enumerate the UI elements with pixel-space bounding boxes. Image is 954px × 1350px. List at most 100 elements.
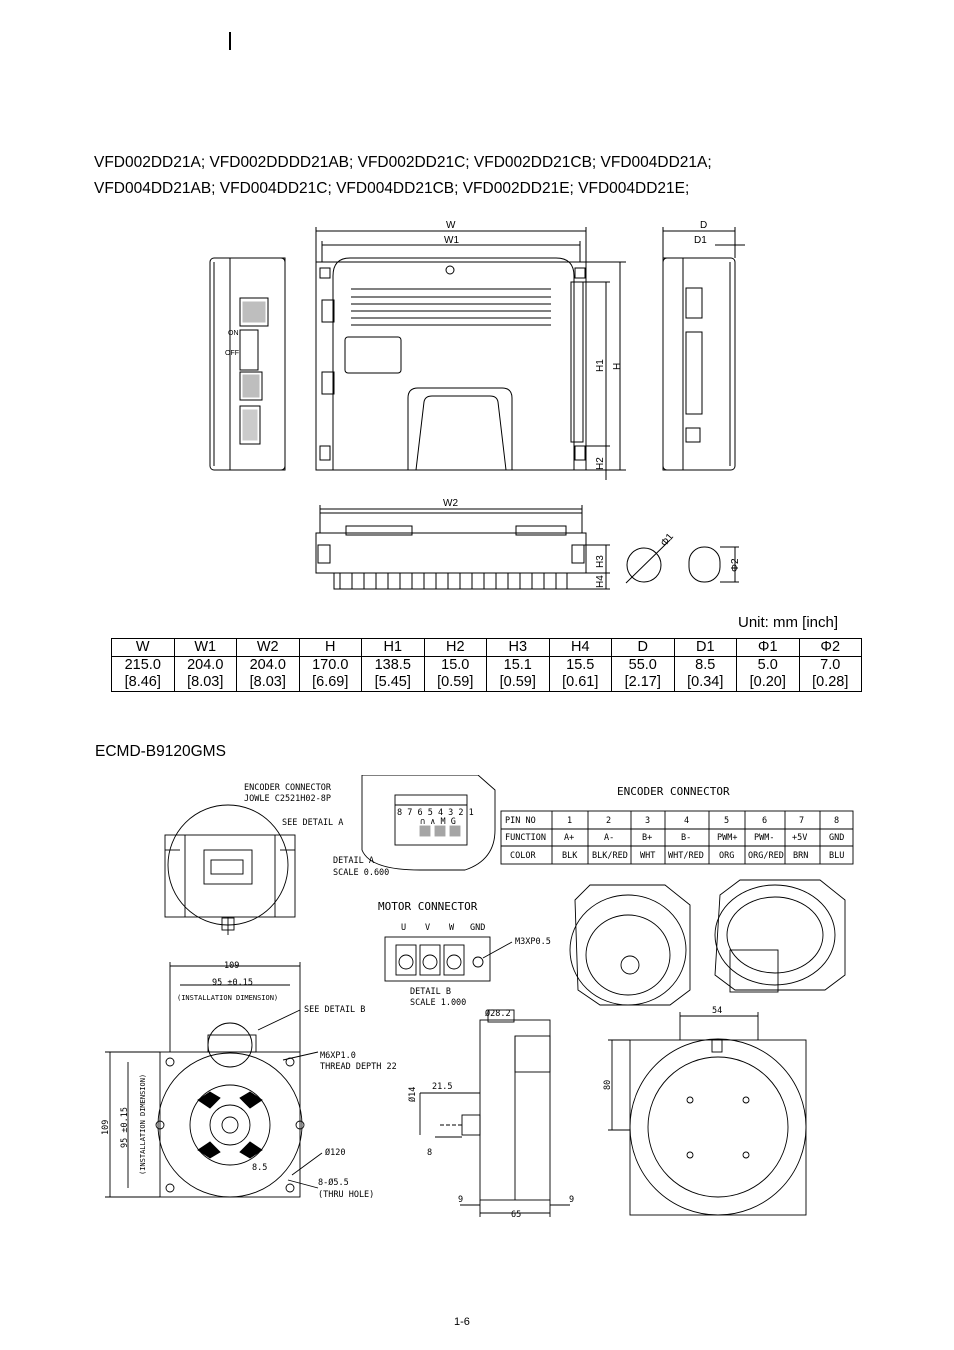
enc-cell: PWM+: [717, 833, 737, 843]
dim-d65: 65: [511, 1210, 521, 1220]
table-cell: 204.0[8.03]: [236, 656, 300, 692]
see-detail-a: SEE DETAIL A: [282, 818, 343, 828]
drive-right-side-view: [662, 257, 736, 471]
dim-label-h2: H2: [595, 457, 606, 470]
dim-phi120: Ø120: [325, 1147, 345, 1158]
detail-b-title: DETAIL B: [410, 987, 451, 997]
enc-cell: BLK: [562, 851, 578, 861]
enc-cell: 4: [684, 816, 689, 826]
enc-cell: GND: [829, 833, 844, 843]
motor-model-title: ECMD-B9120GMS: [95, 743, 226, 760]
dim-d54: 54: [712, 1006, 722, 1016]
holes-spec: 8-Ø5.5: [318, 1177, 349, 1188]
model-line-1: VFD002DD21A; VFD002DDDD21AB; VFD002DD21C…: [94, 154, 712, 171]
enc-cell: PWM-: [754, 833, 774, 843]
table-header: W1: [173, 638, 237, 657]
dim-95-top: 95 ±0.15: [212, 978, 253, 988]
enc-cell: COLOR: [510, 851, 536, 861]
unit-label: Unit: mm [inch]: [738, 614, 839, 631]
table-cell: 15.0[0.59]: [423, 656, 487, 692]
table-header: H2: [423, 638, 487, 657]
table-cell: 5.0[0.20]: [736, 656, 800, 692]
motor-isometric-front: [569, 884, 691, 1006]
table-cell: 215.0[8.46]: [111, 656, 175, 692]
drive-front-view: [315, 257, 587, 471]
dim-d21: 21.5: [432, 1082, 452, 1092]
phi1-hole: [626, 547, 662, 583]
table-cell: 15.5[0.61]: [548, 656, 612, 692]
enc-cell: 8: [834, 816, 839, 826]
motor-front-view: [105, 962, 323, 1198]
enc-cell: BLK/RED: [592, 851, 628, 861]
dim-label-phi2: Φ2: [730, 558, 741, 572]
detail-a-symbols: ∩ ∧ M G: [420, 817, 456, 827]
terminal-w: W: [449, 923, 455, 933]
dim-label-d: D: [700, 220, 707, 231]
switch-label-off: OFF: [225, 350, 239, 357]
table-cell: 8.5[0.34]: [673, 656, 737, 692]
table-header: H3: [486, 638, 550, 657]
detail-a-view: [361, 775, 496, 871]
dim-label-phi1: Φ1: [659, 531, 676, 549]
dim-label-h: H: [612, 363, 623, 370]
dim-label-h3: H3: [595, 555, 606, 568]
thread-spec: M6XP1.0: [320, 1051, 356, 1061]
enc-cell: 2: [606, 816, 611, 826]
dim-label-w1: W1: [444, 235, 459, 246]
model-list: VFD002DD21A; VFD002DDDD21AB; VFD002DD21C…: [94, 150, 712, 202]
encoder-table-title: ENCODER CONNECTOR: [617, 785, 730, 798]
dim-d9a: 9: [458, 1195, 463, 1205]
install-dim-side: (INSTALLATION DIMENSION): [139, 1074, 147, 1175]
encoder-note-line1: ENCODER CONNECTOR: [244, 783, 332, 793]
dimension-table-header-row: W W1 W2 H H1 H2 H3 H4 D D1 Φ1 Φ2: [111, 638, 862, 657]
drive-left-side-view: [209, 257, 286, 471]
dim-d9b: 9: [569, 1195, 574, 1205]
dim-label-w: W: [446, 220, 456, 231]
enc-cell: 6: [762, 816, 767, 826]
enc-cell: BRN: [793, 851, 808, 861]
motor-dimension-drawing: ENCODER CONNECTOR JOWLE C2521H02-8P SEE …: [101, 775, 854, 1220]
switch-label-on: ON: [228, 330, 239, 337]
screw-label: M3XP0.5: [515, 937, 551, 947]
detail-a-title: DETAIL A: [333, 856, 374, 866]
model-line-2: VFD004DD21AB; VFD004DD21C; VFD004DD21CB;…: [94, 180, 690, 197]
dim-d80: 80: [603, 1080, 613, 1090]
dim-d8: 8: [427, 1148, 432, 1158]
dim-109-side: 109: [101, 1120, 111, 1135]
motor-connector-title: MOTOR CONNECTOR: [378, 900, 478, 913]
enc-cell: 5: [724, 816, 729, 826]
motor-top-view: [164, 804, 296, 935]
enc-cell: PIN NO: [505, 816, 536, 826]
encoder-note-line2: JOWLE C2521H02-8P: [244, 794, 331, 804]
enc-cell: WHT/RED: [668, 851, 704, 861]
see-detail-b: SEE DETAIL B: [304, 1005, 365, 1015]
motor-isometric-back: [714, 879, 846, 993]
drive-bottom-view: [315, 512, 587, 590]
dimension-table: W W1 W2 H H1 H2 H3 H4 D D1 Φ1 Φ2 215.0[8…: [111, 638, 862, 692]
table-header: W2: [236, 638, 300, 657]
enc-cell: BLU: [829, 851, 844, 861]
header-margin-mark: [229, 32, 231, 50]
enc-cell: 3: [645, 816, 650, 826]
table-cell: 170.0[6.69]: [298, 656, 362, 692]
dim-label-w2: W2: [443, 498, 458, 509]
motor-back-view: [608, 1012, 807, 1216]
detail-b-view: [384, 936, 513, 982]
dim-label-h1: H1: [595, 359, 606, 372]
table-header: W: [111, 638, 175, 657]
drive-dimension-drawing: W W1 D D1 W2 ON OFF H1 H H2 H3 H4 Φ1 Φ2: [209, 220, 745, 590]
enc-cell: B+: [642, 833, 652, 843]
enc-cell: FUNCTION: [505, 833, 546, 843]
phi2-slot: [688, 546, 721, 583]
table-cell: 55.0[2.17]: [611, 656, 675, 692]
table-header: Φ1: [736, 638, 800, 657]
table-header: H1: [361, 638, 425, 657]
holes-note: (THRU HOLE): [318, 1190, 374, 1200]
encoder-table-grid: [500, 810, 854, 865]
motor-side-view: [419, 1009, 570, 1217]
page-number: 1-6: [454, 1316, 470, 1328]
detail-b-scale: SCALE 1.000: [410, 998, 466, 1008]
terminal-v: V: [425, 923, 430, 933]
thread-depth: THREAD DEPTH 22: [320, 1062, 397, 1072]
enc-cell: A-: [604, 833, 614, 843]
